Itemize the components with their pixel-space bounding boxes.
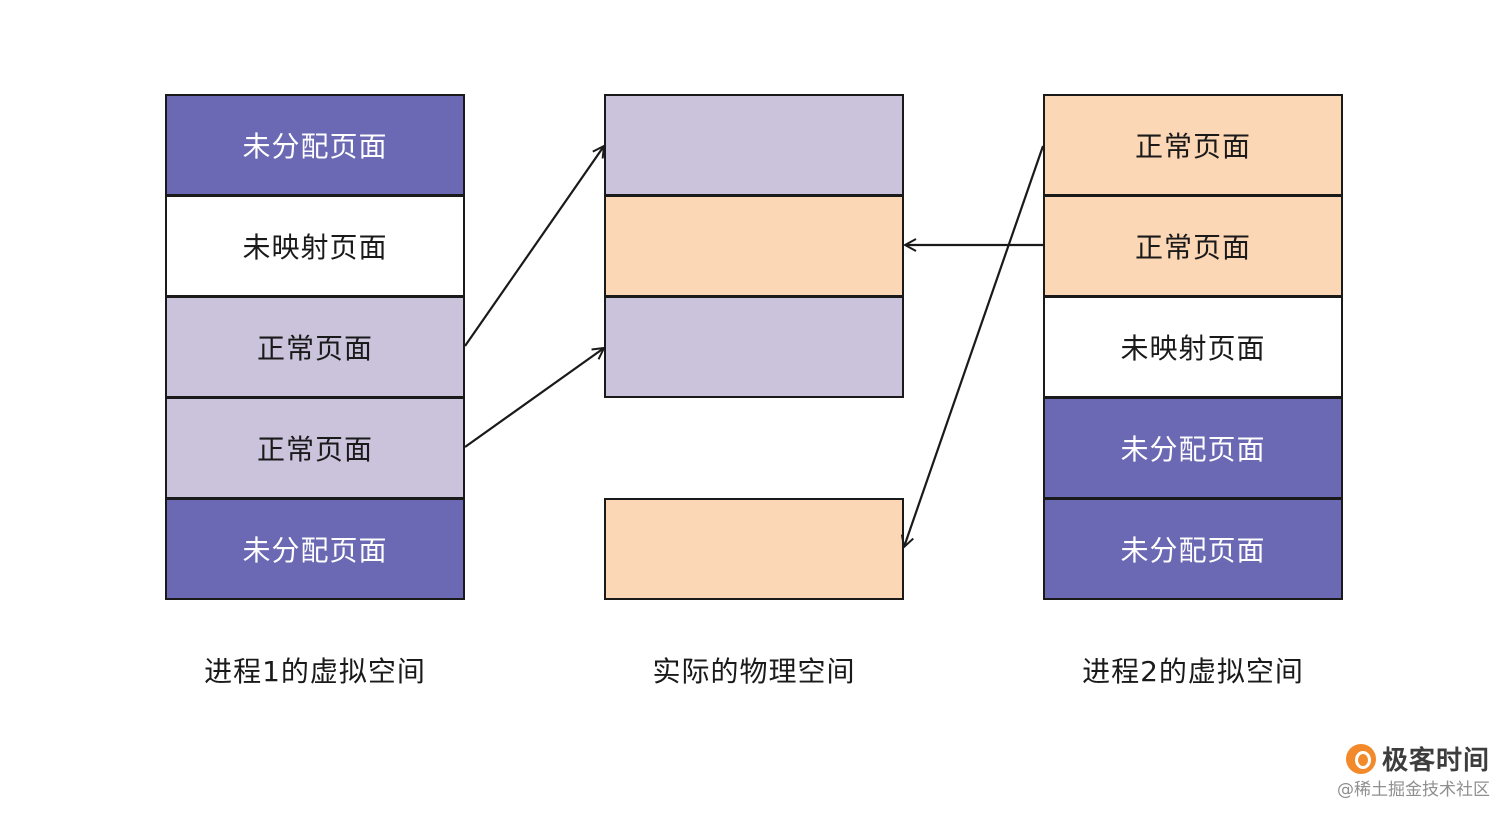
arrow-p2-normal1-to-frame4 xyxy=(904,145,1045,547)
process2-block-unallocated: 未分配页面 xyxy=(1043,498,1343,600)
block-label: 未映射页面 xyxy=(1120,332,1266,365)
geektime-logo-icon xyxy=(1345,743,1376,774)
arrow-p1-normal1-to-frame1 xyxy=(464,146,604,347)
block-label: 未映射页面 xyxy=(242,231,388,264)
block-label: 正常页面 xyxy=(256,332,373,365)
process2-caption: 进程2的虚拟空间 xyxy=(1082,655,1304,688)
physical-frame-peach xyxy=(604,498,904,600)
arrow-p1-normal2-to-frame3 xyxy=(464,348,604,448)
physical-frame-purple xyxy=(604,296,904,398)
process1-block-unallocated: 未分配页面 xyxy=(165,498,465,600)
block-label: 未分配页面 xyxy=(242,130,388,163)
watermark-sub: @稀土掘金技术社区 xyxy=(1337,780,1490,800)
physical-frame-peach xyxy=(604,195,904,297)
watermark-brand: 极客时间 xyxy=(1381,746,1490,776)
block-label: 未分配页面 xyxy=(1120,433,1266,466)
watermark-logo: 极客时间 xyxy=(1337,740,1490,777)
block-label: 正常页面 xyxy=(1134,130,1251,163)
block-label: 正常页面 xyxy=(1134,231,1251,264)
block-label: 未分配页面 xyxy=(1120,534,1266,567)
process2-block-unallocated: 未分配页面 xyxy=(1043,397,1343,499)
process1-block-normal: 正常页面 xyxy=(165,397,465,499)
watermark: 极客时间 @稀土掘金技术社区 xyxy=(1337,740,1490,800)
physical-caption: 实际的物理空间 xyxy=(652,655,856,688)
process1-block-unallocated: 未分配页面 xyxy=(165,94,465,196)
process2-block-normal: 正常页面 xyxy=(1043,94,1343,196)
block-label: 未分配页面 xyxy=(242,534,388,567)
block-label: 正常页面 xyxy=(256,433,373,466)
process2-block-normal: 正常页面 xyxy=(1043,195,1343,297)
process1-block-normal: 正常页面 xyxy=(165,296,465,398)
process1-caption: 进程1的虚拟空间 xyxy=(204,655,426,688)
process1-block-unmapped: 未映射页面 xyxy=(165,195,465,297)
process2-block-unmapped: 未映射页面 xyxy=(1043,296,1343,398)
physical-frame-purple xyxy=(604,94,904,196)
